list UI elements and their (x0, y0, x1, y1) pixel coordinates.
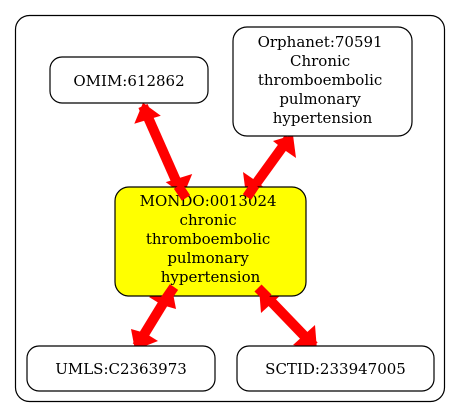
svg-text:SCTID:233947005: SCTID:233947005 (265, 360, 406, 378)
node-label-line: OMIM:612862 (73, 72, 184, 90)
node-box (26, 345, 216, 392)
node-label-line: SCTID:233947005 (265, 360, 406, 378)
node-label-line: Chronic (290, 52, 350, 70)
svg-text:UMLS:C2363973: UMLS:C2363973 (55, 360, 187, 378)
node-label-line: MONDO:0013024 (140, 192, 277, 210)
node-omim: OMIM:612862 (49, 56, 209, 104)
node-label-line: thromboembolic (146, 230, 270, 248)
edge-arrowhead-omim (134, 102, 161, 124)
svg-text:OMIM:612862: OMIM:612862 (73, 72, 184, 90)
node-label-line: pulmonary (167, 249, 249, 267)
node-label-line: pulmonary (279, 90, 361, 108)
svg-text:MONDO:0013024 chronic: MONDO:0013024 chronic thromboembolic pul… (140, 192, 282, 286)
node-label-line: UMLS:C2363973 (55, 360, 187, 378)
edge-arrowhead-umls (131, 329, 158, 350)
node-sctid: SCTID:233947005 (236, 345, 435, 392)
node-umls: UMLS:C2363973 (26, 345, 216, 392)
node-label-line: chronic (180, 211, 237, 229)
node-orphanet: Orphanet:70591 Chronic thromboembolic pu… (232, 26, 413, 137)
node-box (114, 186, 307, 297)
node-box (236, 345, 435, 392)
edges-overlay (160, 182, 272, 303)
svg-text:Orphanet:70591 Chronic: Orphanet:70591 Chronic thromboembolic pu… (258, 33, 388, 127)
node-box (232, 26, 413, 137)
edge-arrowhead-sctid (293, 325, 317, 350)
node-label-line: thromboembolic (258, 71, 382, 89)
edge-arrowhead-orphanet (273, 135, 296, 158)
node-mondo: MONDO:0013024 chronic thromboembolic pul… (114, 186, 307, 297)
node-label-line: hypertension (273, 109, 373, 127)
node-label-line: hypertension (161, 268, 261, 286)
node-box (49, 56, 209, 104)
node-label-line: Orphanet:70591 (258, 33, 383, 51)
